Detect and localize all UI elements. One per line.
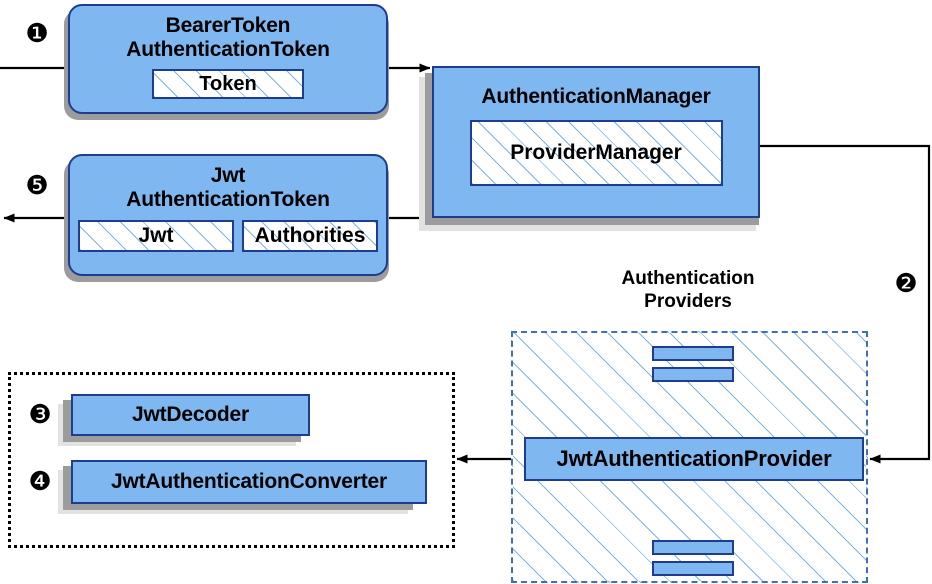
step-badge-3: ❸ xyxy=(28,400,52,430)
authentication-manager-title: AuthenticationManager xyxy=(481,85,711,108)
provider-stack-bar-bottom-2 xyxy=(652,561,734,576)
jwt-helpers-container xyxy=(8,372,455,548)
bearer-token-chip: Token xyxy=(152,69,304,100)
provider-stack-bar-top-2 xyxy=(652,367,734,382)
jwt-authentication-provider-node[interactable]: JwtAuthenticationProvider xyxy=(524,437,864,481)
bearer-token-title: BearerToken AuthenticationToken xyxy=(126,14,330,61)
jwt-token-chip-row: Jwt Authorities xyxy=(78,220,378,253)
jwt-token-chip-jwt: Jwt xyxy=(78,220,234,253)
authentication-providers-label: Authentication Providers xyxy=(621,268,755,312)
bearer-token-node[interactable]: BearerToken AuthenticationToken Token xyxy=(68,4,388,114)
authentication-manager-node[interactable]: AuthenticationManager ProviderManager xyxy=(432,66,760,218)
jwt-token-chip-authorities: Authorities xyxy=(242,220,378,253)
jwt-authentication-converter-node[interactable]: JwtAuthenticationConverter xyxy=(71,460,427,504)
step-badge-1: ❶ xyxy=(25,19,49,49)
jwt-authentication-converter-title: JwtAuthenticationConverter xyxy=(111,470,387,494)
jwt-token-node[interactable]: Jwt AuthenticationToken Jwt Authorities xyxy=(68,154,388,276)
jwt-decoder-title: JwtDecoder xyxy=(131,403,250,427)
step-badge-5: ❺ xyxy=(25,171,49,201)
provider-stack-bar-bottom-1 xyxy=(652,540,734,555)
provider-stack-bar-top-1 xyxy=(652,346,734,361)
jwt-authentication-provider-title: JwtAuthenticationProvider xyxy=(556,445,832,471)
authentication-manager-chip: ProviderManager xyxy=(469,119,723,186)
step-badge-2: ❷ xyxy=(894,269,918,299)
step-badge-4: ❹ xyxy=(28,467,52,497)
jwt-decoder-node[interactable]: JwtDecoder xyxy=(71,394,310,436)
jwt-token-title: Jwt AuthenticationToken xyxy=(126,164,330,211)
